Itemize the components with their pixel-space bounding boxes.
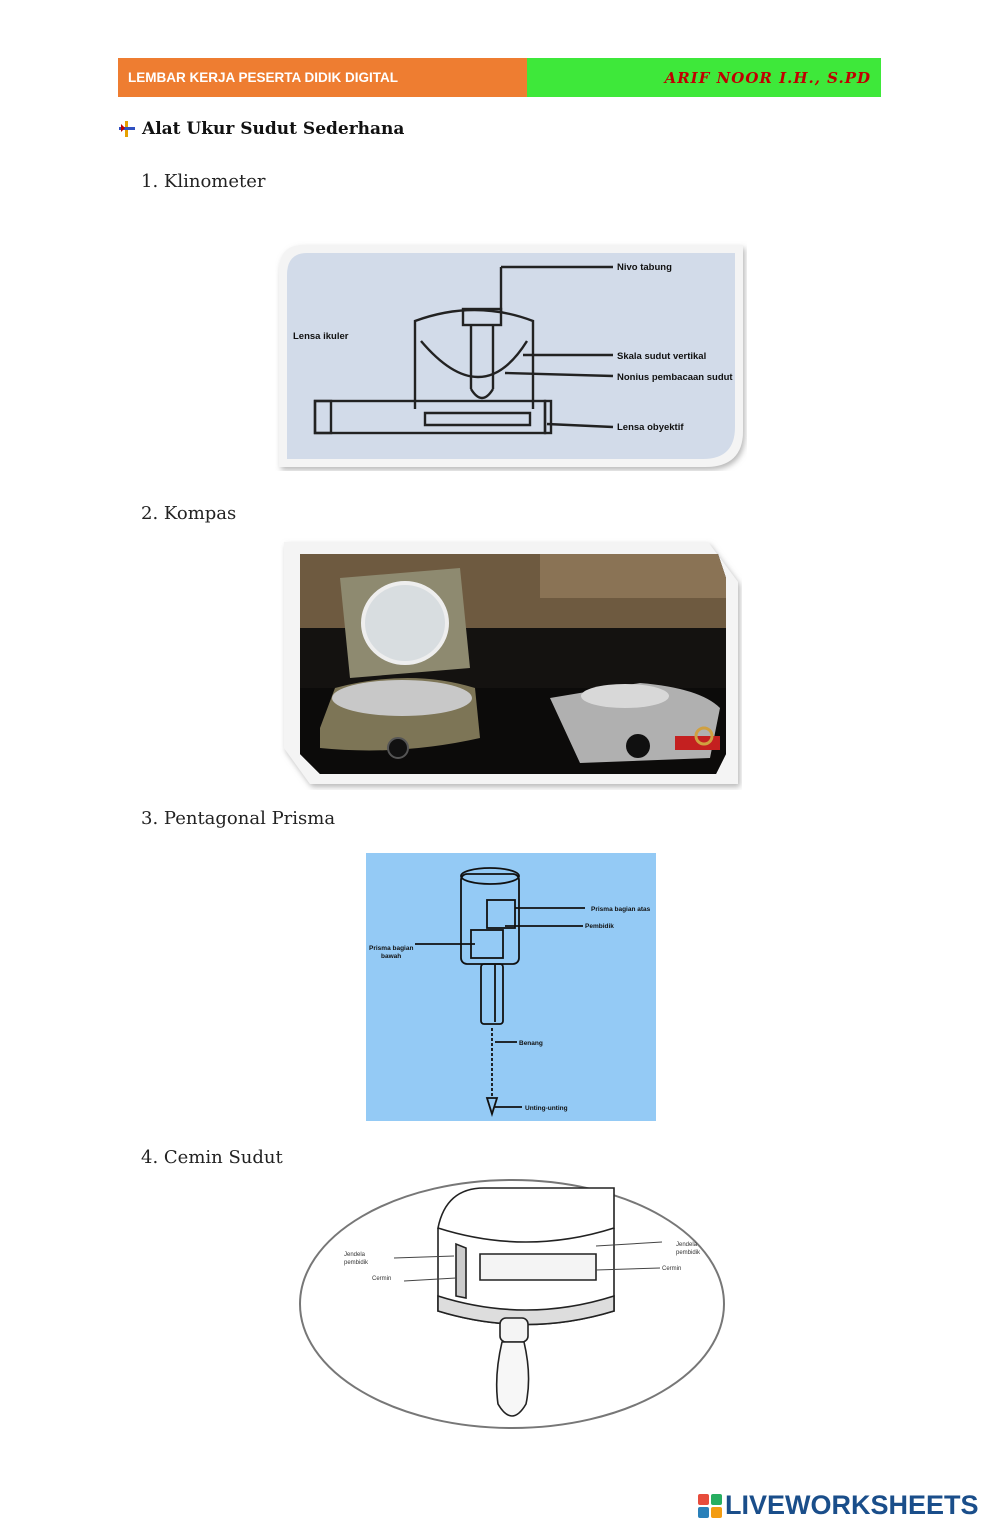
annotation-pembidik: Pembidik [585,923,614,930]
kompas-photo [280,538,742,790]
liveworksheets-logo: LIVEWORKSHEETS [698,1490,979,1521]
item-label-klinometer: 1. Klinometer [141,171,266,192]
footer-brand: LIVEWORKSHEETS [725,1490,979,1520]
annotation-lensa-ikuler: Lensa ikuler [293,331,349,342]
annotation-lensa-obyektif: Lensa obyektif [617,422,684,433]
item-label-pentagonal-prisma: 3. Pentagonal Prisma [141,808,336,829]
bullet-arrow-icon [119,121,135,137]
annotation-nonius: Nonius pembacaan sudut [617,372,733,383]
item-label-cermin-sudut: 4. Cemin Sudut [141,1147,283,1168]
annotation-benang: Benang [519,1040,543,1047]
section-heading: Alat Ukur Sudut Sederhana [118,119,404,139]
annotation-jendela-kanan-1: Jendela [676,1242,698,1248]
header-bar: LEMBAR KERJA PESERTA DIDIK DIGITAL ARIF … [118,58,881,97]
annotation-jendela-kiri-2: pembidik [344,1260,369,1266]
annotation-unting: Unting-unting [525,1105,568,1112]
annotation-cermin-kanan: Cermin [662,1266,681,1272]
annotation-skala-sudut: Skala sudut vertikal [617,351,706,362]
pentagonal-prisma-figure: Prisma bagian atas Pembidik Prisma bagia… [365,852,657,1124]
annotation-prisma-atas: Prisma bagian atas [591,906,651,913]
liveworksheets-mark-icon [698,1493,722,1518]
annotation-prisma-bawah-2: bawah [381,953,401,960]
section-title: Alat Ukur Sudut Sederhana [142,119,405,139]
annotation-nivo-tabung: Nivo tabung [617,262,672,273]
header-title: LEMBAR KERJA PESERTA DIDIK DIGITAL [118,58,527,97]
header-author: ARIF NOOR I.H., S.PD [527,58,881,97]
annotation-cermin-kiri: Cermin [372,1276,391,1282]
item-label-kompas: 2. Kompas [141,503,237,524]
annotation-jendela-kiri-1: Jendela [344,1252,366,1258]
klinometer-figure: Nivo tabung Lensa ikuler Skala sudut ver… [275,241,747,471]
annotation-prisma-bawah-1: Prisma bagian [369,945,413,952]
annotation-jendela-kanan-2: pembidik [676,1250,701,1256]
cermin-sudut-figure: Jendela pembidik Cermin Jendela pembidik… [296,1176,728,1434]
